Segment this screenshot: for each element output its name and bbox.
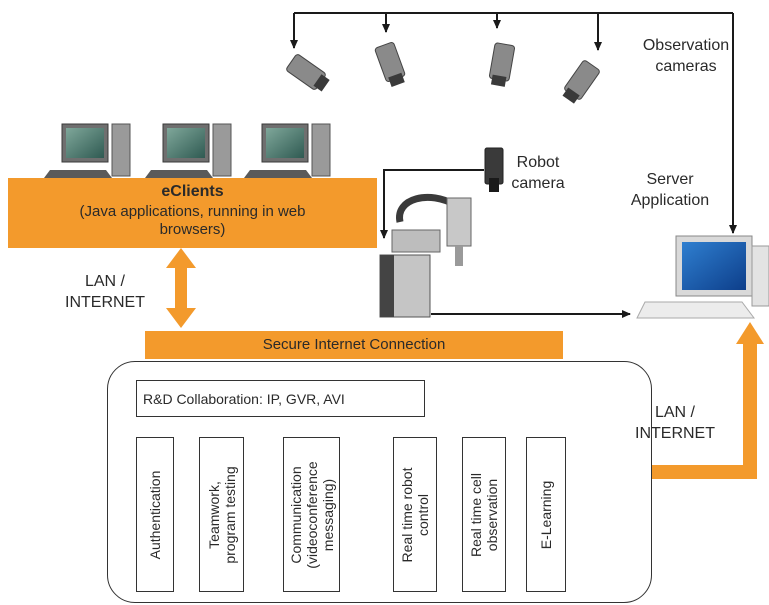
rd-collaboration-box: R&D Collaboration: IP, GVR, AVI (136, 380, 425, 417)
module-label: Real time robot control (399, 467, 431, 562)
server-computer-icon (636, 235, 769, 319)
lan-internet-right-label: LAN / INTERNET (635, 404, 715, 442)
desktop-computer-icon (44, 123, 131, 178)
desktop-computer-icon (244, 123, 331, 178)
observation-camera-icon (489, 42, 515, 87)
robot-camera-link (380, 169, 484, 239)
module-teamwork: Teamwork, program testing (199, 437, 244, 592)
module-label: Authentication (147, 470, 163, 559)
camera-bus (290, 12, 737, 234)
module-robot-control: Real time robot control (393, 437, 437, 592)
lan-internet-left-label: LAN / INTERNET (65, 273, 145, 311)
module-label: Communication (videoconference messaging… (287, 460, 336, 569)
eclients-title: eClients (161, 183, 224, 200)
observation-camera-icon (562, 60, 600, 104)
eclients-bar (8, 178, 377, 248)
module-label: Teamwork, program testing (205, 465, 238, 564)
observation-camera-icon (374, 42, 406, 87)
robot-camera-icon (484, 147, 504, 192)
rd-collaboration-label: R&D Collaboration: IP, GVR, AVI (143, 390, 345, 407)
module-label: Real time cell observation (468, 472, 500, 557)
robot-arm-icon (379, 194, 472, 318)
module-label: E-Learning (538, 480, 554, 549)
module-elearning: E-Learning (526, 437, 566, 592)
module-authentication: Authentication (136, 437, 174, 592)
observation-camera-icon (286, 54, 330, 92)
secure-connection-label: Secure Internet Connection (262, 336, 446, 353)
eclients-subtitle: (Java applications, running in web brows… (79, 203, 306, 238)
lan-double-arrow-left (166, 248, 196, 328)
desktop-computer-icon (145, 123, 232, 178)
module-cell-observation: Real time cell observation (462, 437, 506, 592)
module-communication: Communication (videoconference messaging… (283, 437, 340, 592)
server-application-label: Server Application (630, 171, 710, 209)
secure-connection-bar (145, 331, 563, 359)
robot-camera-label: Robot camera (511, 154, 565, 192)
observation-cameras-label: Observation cameras (642, 37, 730, 75)
